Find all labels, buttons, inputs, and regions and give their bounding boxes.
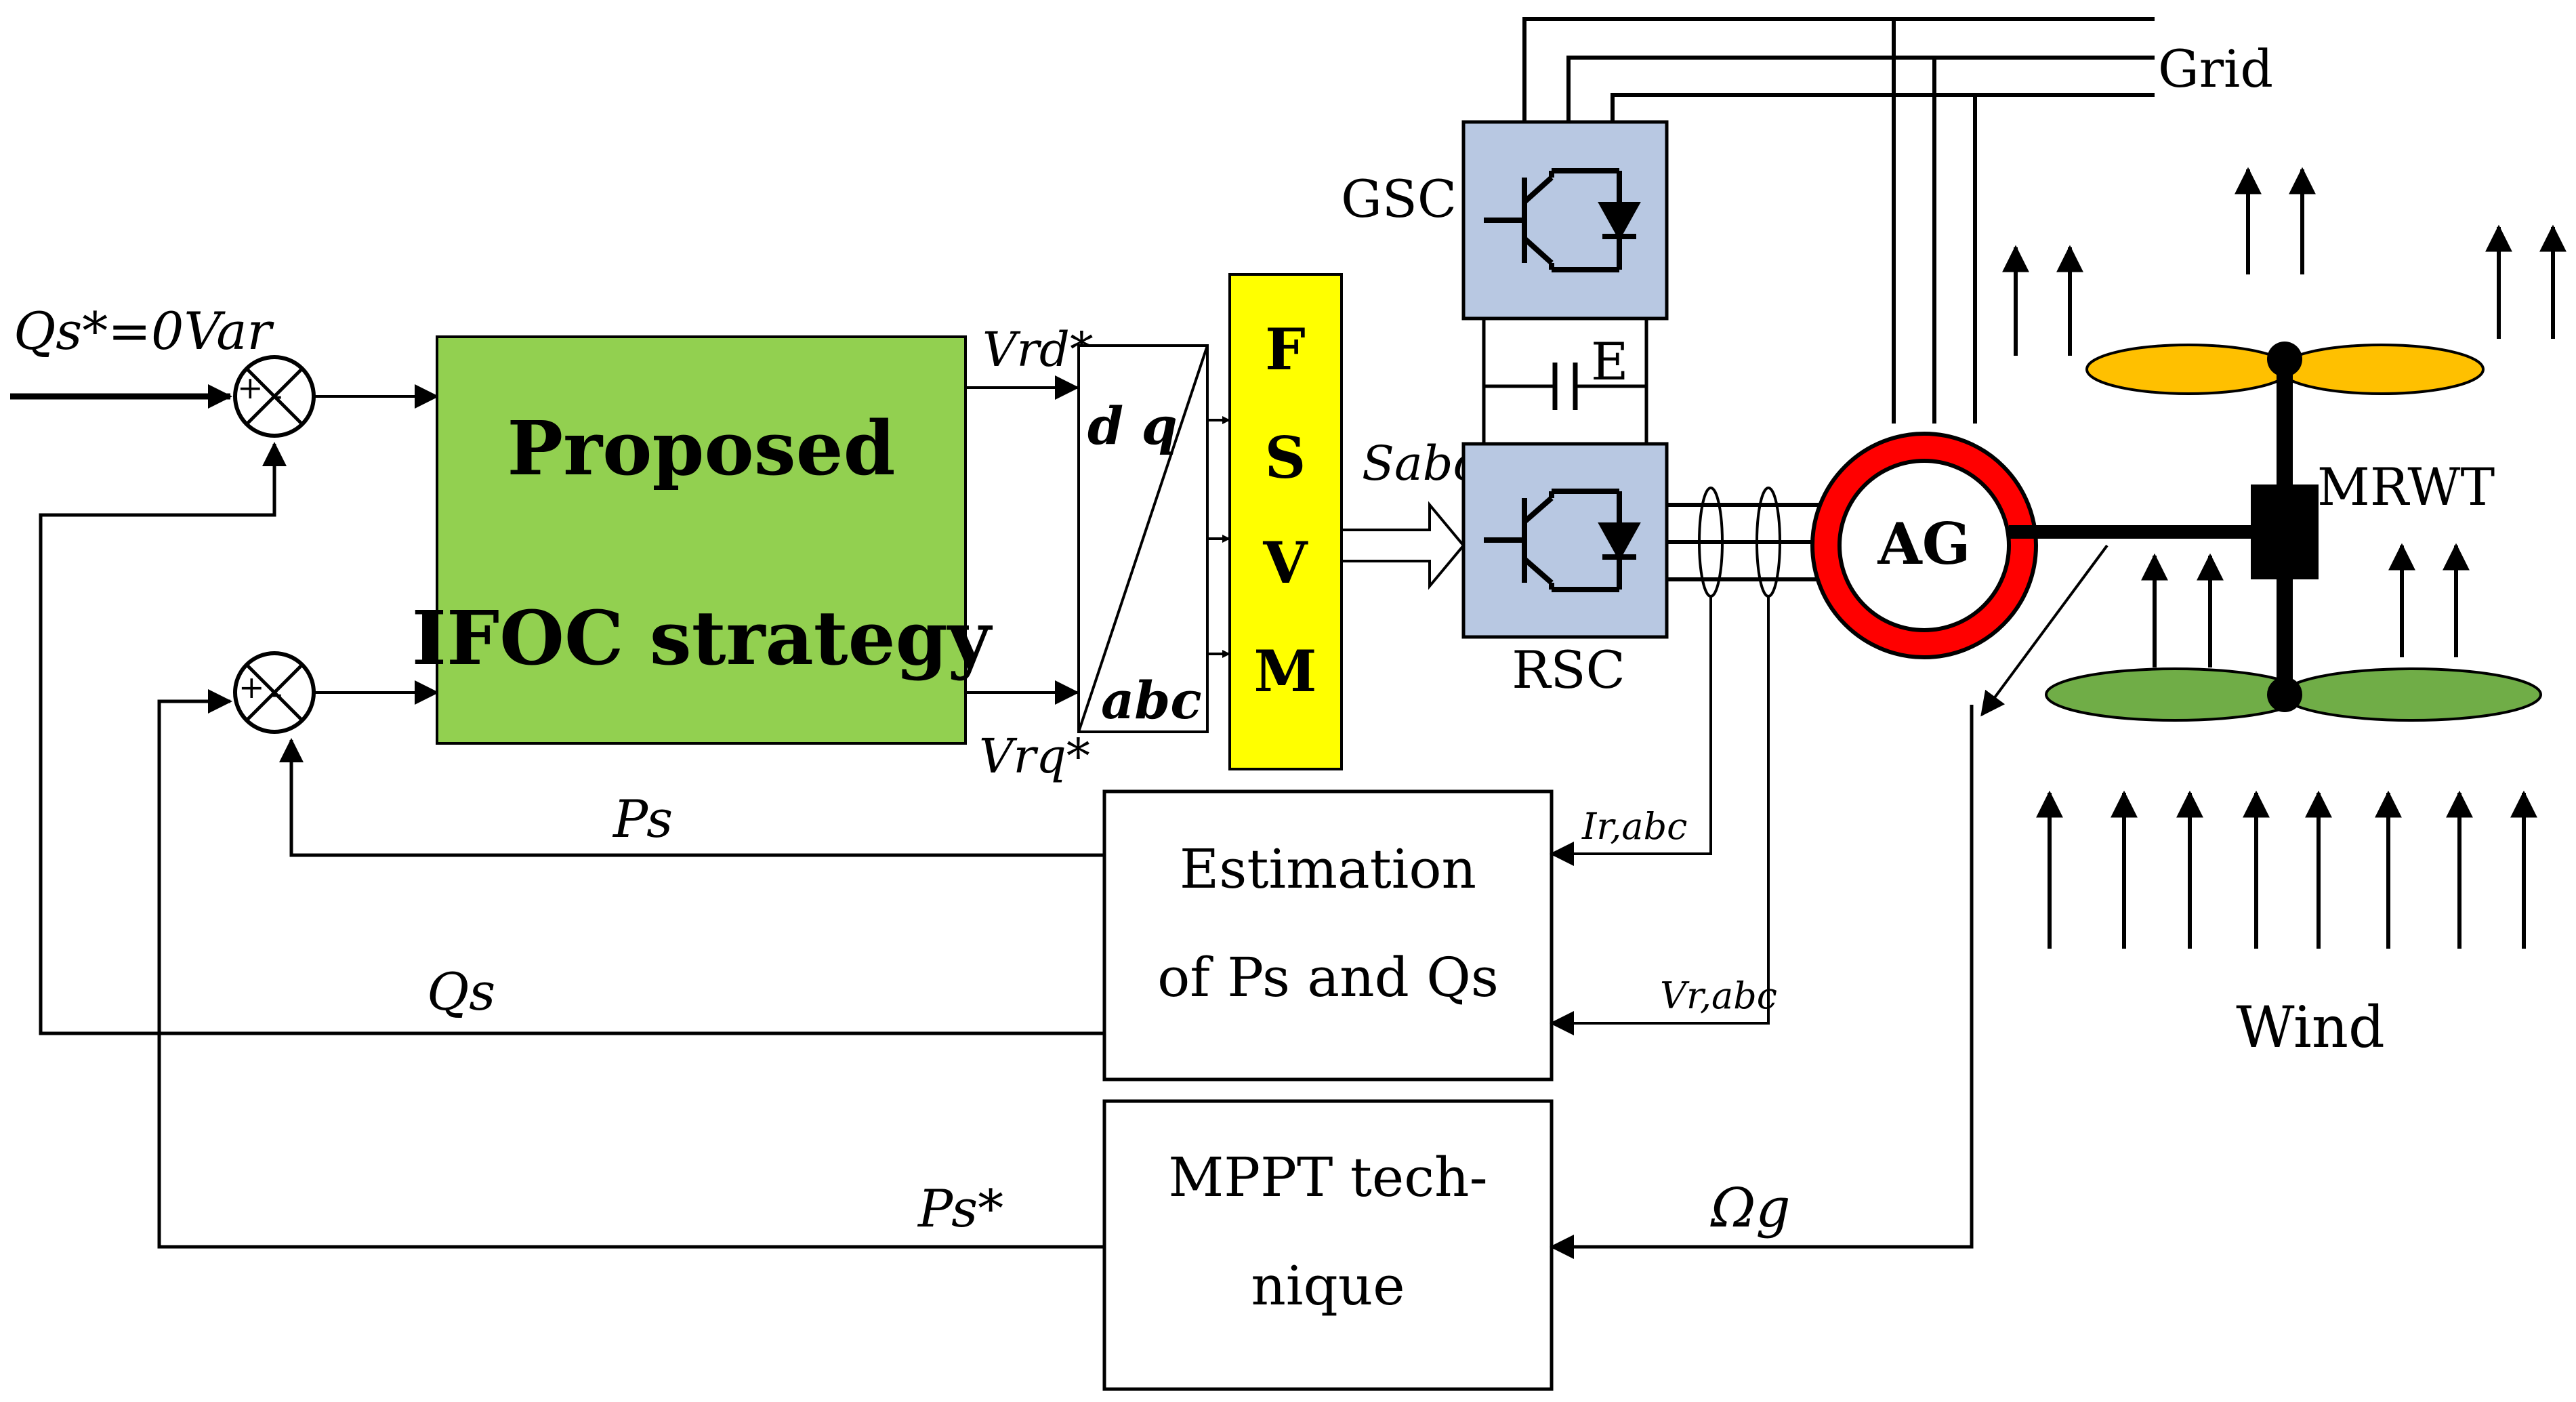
gsc-label: GSC <box>1341 169 1457 229</box>
grid-wiring <box>1522 17 2155 424</box>
fsvm-letter-f: F <box>1265 316 1306 383</box>
omega-tap-line <box>1980 544 2108 717</box>
hub-top <box>2267 342 2302 377</box>
ps-feedback-line <box>279 738 1104 857</box>
fsvm-letter-v: V <box>1262 529 1308 596</box>
mppt-label-line2: nique <box>1251 1254 1405 1317</box>
capacitor-icon <box>1552 363 1578 410</box>
sabc-hollow-arrow <box>1340 501 1466 590</box>
fsvm-letter-m: M <box>1254 638 1317 705</box>
sum-minus-sign: - <box>271 674 283 713</box>
sum-junction-2: + - <box>233 651 316 734</box>
mppt-label-line1: MPPT tech- <box>1168 1146 1487 1209</box>
estimation-block <box>1102 789 1554 1081</box>
qs-feedback-line <box>39 442 1104 1035</box>
dq-abc-transform-block: d q abc <box>1077 344 1209 733</box>
rotor-blade-bottom-left <box>2045 667 2305 722</box>
ifoc-label-line1: Proposed <box>507 405 895 492</box>
mrwt-label: MRWT <box>2317 457 2495 517</box>
generator-label: AG <box>1877 510 1971 577</box>
sum-junction-1: + - <box>233 355 316 438</box>
igbt-diode-icon <box>1484 489 1641 592</box>
vr-abc-label: Vr,abc <box>1660 974 1777 1017</box>
vrd-label: Vrd* <box>982 322 1094 377</box>
generator: AG <box>1810 432 2038 659</box>
ir-abc-label: Ir,abc <box>1581 805 1687 848</box>
ps-label: Ps <box>612 789 673 849</box>
rotor-blade-top-left <box>2085 344 2291 395</box>
abc-label: abc <box>1101 670 1202 730</box>
rotor-blade-bottom-right <box>2282 667 2542 722</box>
qs-ref-label: Qs*=0Var <box>14 301 275 361</box>
gsc-block <box>1461 120 1669 321</box>
fsvm-letter-s: S <box>1265 424 1306 491</box>
dq-label: d q <box>1087 396 1178 456</box>
ifoc-label-line2: IFOC strategy <box>412 594 993 682</box>
hub-bottom <box>2267 677 2302 712</box>
sum-plus-sign: + <box>238 669 265 705</box>
rotor-blade-top-right <box>2279 344 2485 395</box>
wind-arrows <box>2002 167 2567 949</box>
wind-label: Wind <box>2236 994 2385 1060</box>
ps-ref-line <box>157 689 1104 1249</box>
omega-g-line <box>1550 705 1974 1259</box>
sum-minus-sign: - <box>271 375 283 415</box>
ir-abc-line <box>1550 596 1712 866</box>
igbt-diode-icon <box>1484 168 1641 272</box>
mrwt-turbine <box>2045 342 2542 722</box>
vrq-label: Vrq* <box>979 728 1090 784</box>
vr-abc-line <box>1550 596 1770 1035</box>
ps-ref-label: Ps* <box>917 1178 1003 1239</box>
grid-label: Grid <box>2158 39 2273 99</box>
omega-g-label: Ωg <box>1710 1176 1791 1239</box>
ifoc-block <box>436 335 967 745</box>
rsc-label: RSC <box>1512 640 1625 700</box>
dc-link-label: E <box>1591 331 1628 392</box>
mppt-block <box>1102 1099 1554 1391</box>
sabc-label: Sabc <box>1362 436 1480 491</box>
rsc-block <box>1461 442 1669 639</box>
dc-link <box>1482 318 1648 444</box>
nacelle <box>2251 484 2319 579</box>
qs-label: Qs <box>427 962 495 1022</box>
estimation-label-line2: of Ps and Qs <box>1157 946 1499 1009</box>
estimation-label-line1: Estimation <box>1180 838 1476 901</box>
fsvm-block <box>1228 273 1343 770</box>
sum-plus-sign: + <box>237 369 264 406</box>
